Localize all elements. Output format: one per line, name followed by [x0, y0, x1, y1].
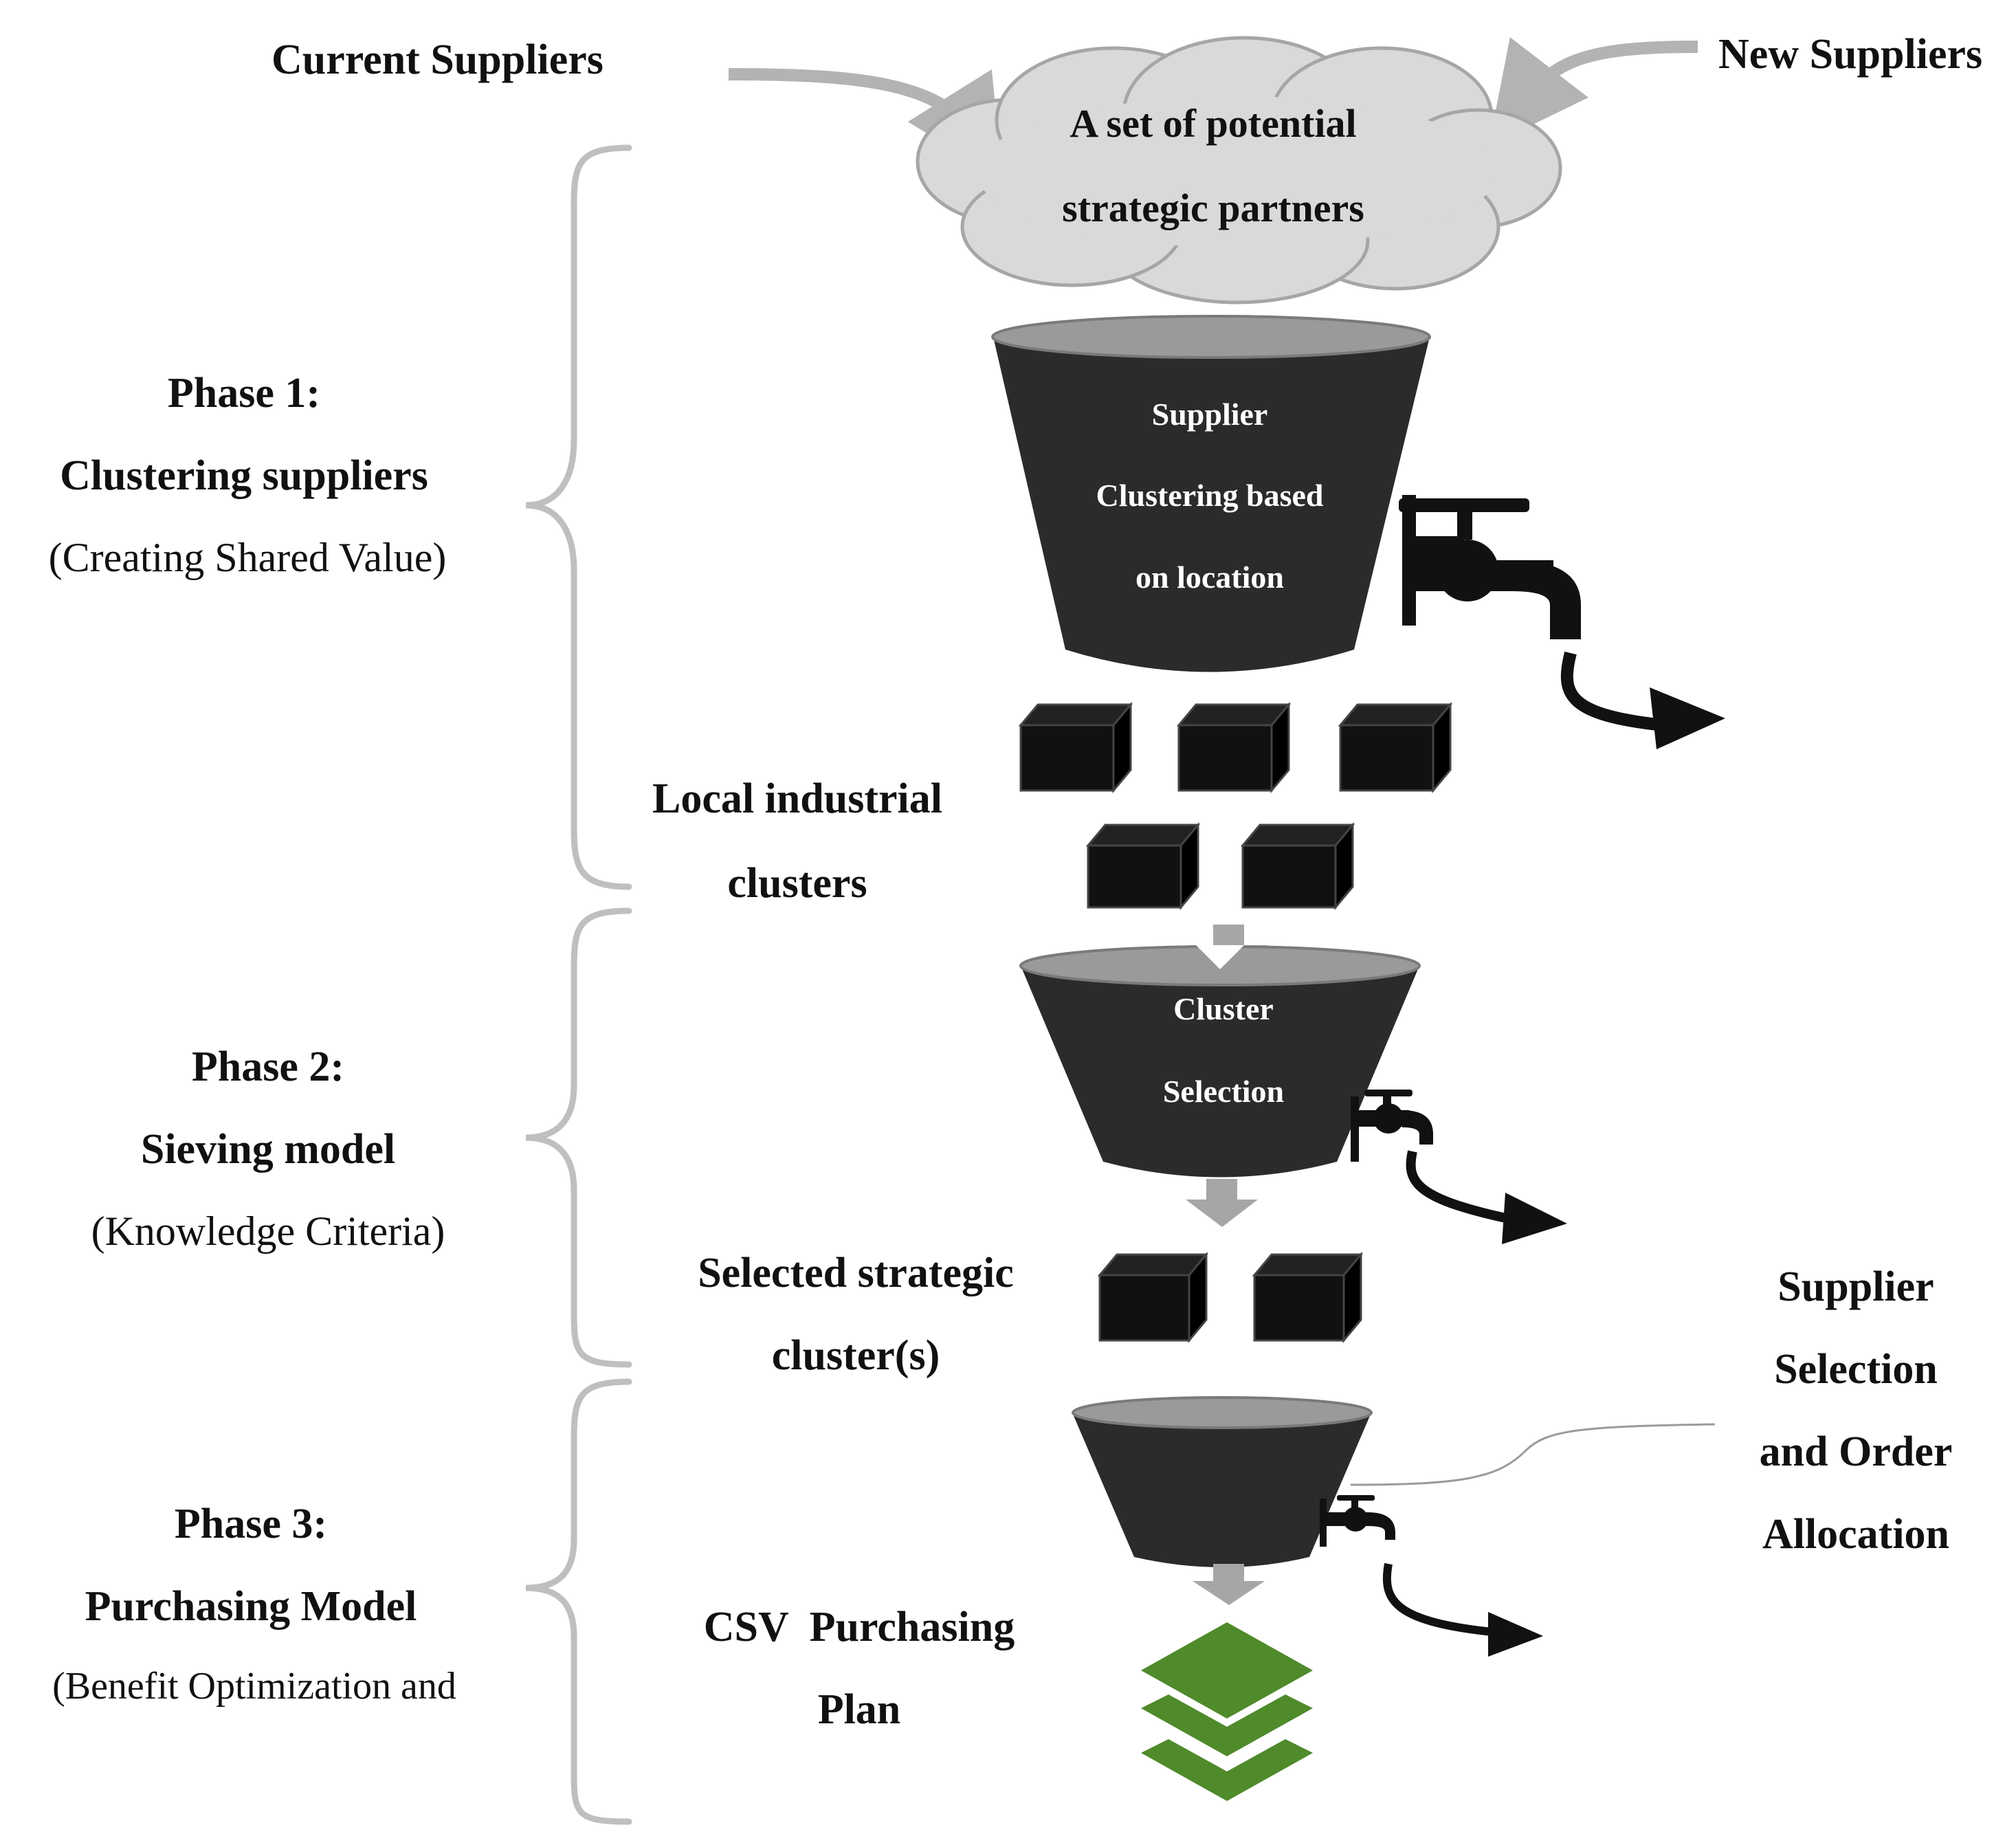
funnel-2	[1019, 945, 1421, 1178]
phase-2-name: Sieving model	[140, 1126, 396, 1173]
phase-3-subtitle: (Benefit Optimization and	[52, 1665, 456, 1708]
new-suppliers-arrow	[1489, 37, 1698, 146]
callout-line-2: Selection	[1774, 1346, 1938, 1393]
faucet-2-icon	[1351, 1090, 1433, 1162]
down-arrow-2	[1186, 1179, 1258, 1227]
phase-3-name: Purchasing Model	[85, 1583, 417, 1630]
faucet-2-outflow-arrow	[1406, 1150, 1517, 1225]
cloud-text-line-2: strategic partners	[1062, 186, 1364, 230]
phase-2-brace	[525, 907, 632, 1368]
current-suppliers-label: Current Suppliers	[272, 36, 603, 83]
phase-3-title: Phase 3:	[174, 1501, 328, 1547]
callout-line-3: and Order	[1759, 1428, 1953, 1475]
funnel-2-text-line-2: Selection	[1162, 1074, 1285, 1109]
new-suppliers-label: New Suppliers	[1718, 31, 1983, 78]
funnel-1-text-line-3: on location	[1136, 560, 1284, 595]
phase-3-brace	[525, 1378, 632, 1825]
selected-clusters-label-line-2: cluster(s)	[771, 1332, 940, 1379]
phase-braces	[525, 144, 632, 1825]
phase-1-brace	[525, 144, 632, 890]
local-clusters-label-line-2: clusters	[727, 860, 867, 907]
callout-line-4: Allocation	[1762, 1511, 1950, 1558]
local-clusters-label-line-1: Local industrial	[652, 775, 942, 822]
cube-3	[1338, 701, 1453, 794]
cube-1	[1018, 701, 1133, 794]
phase-2-title: Phase 2:	[191, 1043, 345, 1090]
faucet-1-icon	[1399, 495, 1581, 639]
down-arrow-3	[1193, 1564, 1265, 1605]
cloud-text-line-1: A set of potential	[1070, 101, 1357, 146]
purchasing-plan-label-line-2: Plan	[817, 1686, 901, 1733]
cube-2	[1176, 701, 1292, 794]
funnel-1	[991, 315, 1431, 672]
cube-selected-1	[1097, 1251, 1209, 1344]
callout-connector	[1350, 1423, 1716, 1486]
funnel-1-text-line-2: Clustering based	[1096, 478, 1324, 513]
local-cluster-cubes	[1018, 701, 1453, 911]
callout-line-1: Supplier	[1777, 1263, 1934, 1310]
funnel-2-text-line-1: Cluster	[1173, 991, 1274, 1026]
faucet-3-outflow-arrow	[1382, 1562, 1499, 1637]
phase-1-name: Clustering suppliers	[60, 452, 428, 499]
phase-2-subtitle: (Knowledge Criteria)	[91, 1208, 445, 1254]
selected-clusters-label-line-1: Selected strategic	[698, 1250, 1014, 1296]
phase-1-subtitle: (Creating Shared Value)	[48, 535, 447, 580]
faucet-3-icon	[1320, 1495, 1395, 1547]
cube-5	[1240, 821, 1355, 911]
phase-1-title: Phase 1:	[167, 370, 321, 417]
layers-icon	[1141, 1622, 1313, 1801]
purchasing-plan-label-line-1: CSV Purchasing	[703, 1604, 1015, 1650]
faucet-1-outflow-arrow	[1560, 651, 1664, 731]
cube-4	[1085, 821, 1201, 911]
selected-cluster-cubes	[1097, 1251, 1364, 1344]
funnel-1-text-line-1: Supplier	[1151, 397, 1268, 432]
funnel-3	[1072, 1396, 1373, 1567]
cube-selected-2	[1252, 1251, 1364, 1344]
